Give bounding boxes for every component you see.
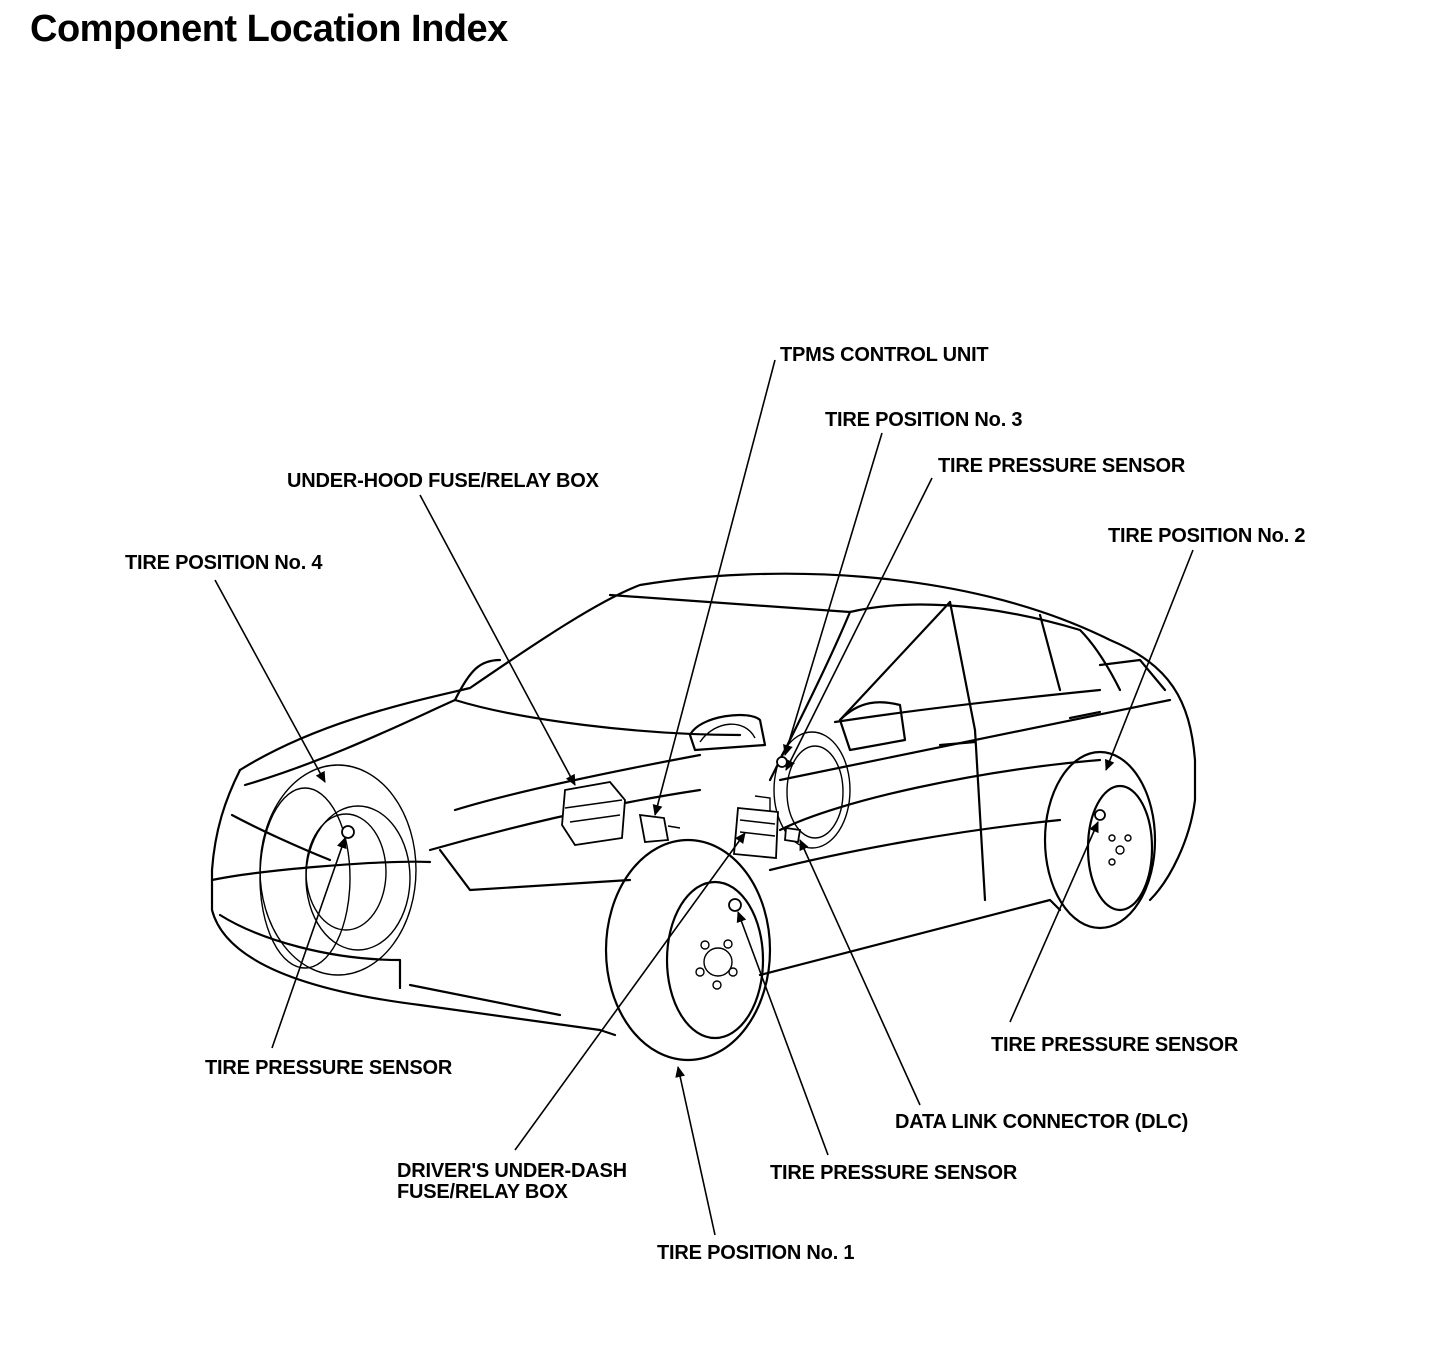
label-tire-position-4: TIRE POSITION No. 4 (125, 552, 323, 574)
label-tire-position-3: TIRE POSITION No. 3 (825, 409, 1023, 431)
label-tire-pressure-sensor-rear-left: TIRE PRESSURE SENSOR (938, 455, 1186, 477)
wheel-position-1 (604, 838, 772, 1062)
label-tire-pressure-sensor-front-left: TIRE PRESSURE SENSOR (205, 1057, 453, 1079)
drivers-under-dash-fuse-box (733, 795, 779, 859)
data-link-connector (784, 826, 802, 844)
tpms-control-unit (638, 813, 681, 843)
label-tpms-control-unit: TPMS CONTROL UNIT (780, 344, 989, 366)
label-data-link-connector: DATA LINK CONNECTOR (DLC) (895, 1111, 1189, 1133)
page-title: Component Location Index (30, 8, 508, 50)
label-under-hood-fuse-box: UNDER-HOOD FUSE/RELAY BOX (287, 470, 599, 492)
label-tire-pressure-sensor-rear-right: TIRE PRESSURE SENSOR (991, 1034, 1239, 1056)
tire-pressure-sensors (341, 756, 1106, 912)
label-tire-pressure-sensor-front-right: TIRE PRESSURE SENSOR (770, 1162, 1018, 1184)
leader-lines (214, 359, 1194, 1236)
label-tire-position-2: TIRE POSITION No. 2 (1108, 525, 1306, 547)
under-hood-fuse-box (561, 781, 626, 846)
label-drivers-under-dash-line1: DRIVER'S UNDER-DASH (397, 1160, 627, 1182)
label-drivers-under-dash-line2: FUSE/RELAY BOX (397, 1181, 568, 1203)
wheel-position-3 (773, 731, 851, 849)
label-tire-position-1: TIRE POSITION No. 1 (657, 1242, 855, 1264)
wheel-position-4 (259, 764, 417, 976)
wheel-position-2 (1043, 750, 1157, 930)
car-body (210, 572, 1197, 1037)
